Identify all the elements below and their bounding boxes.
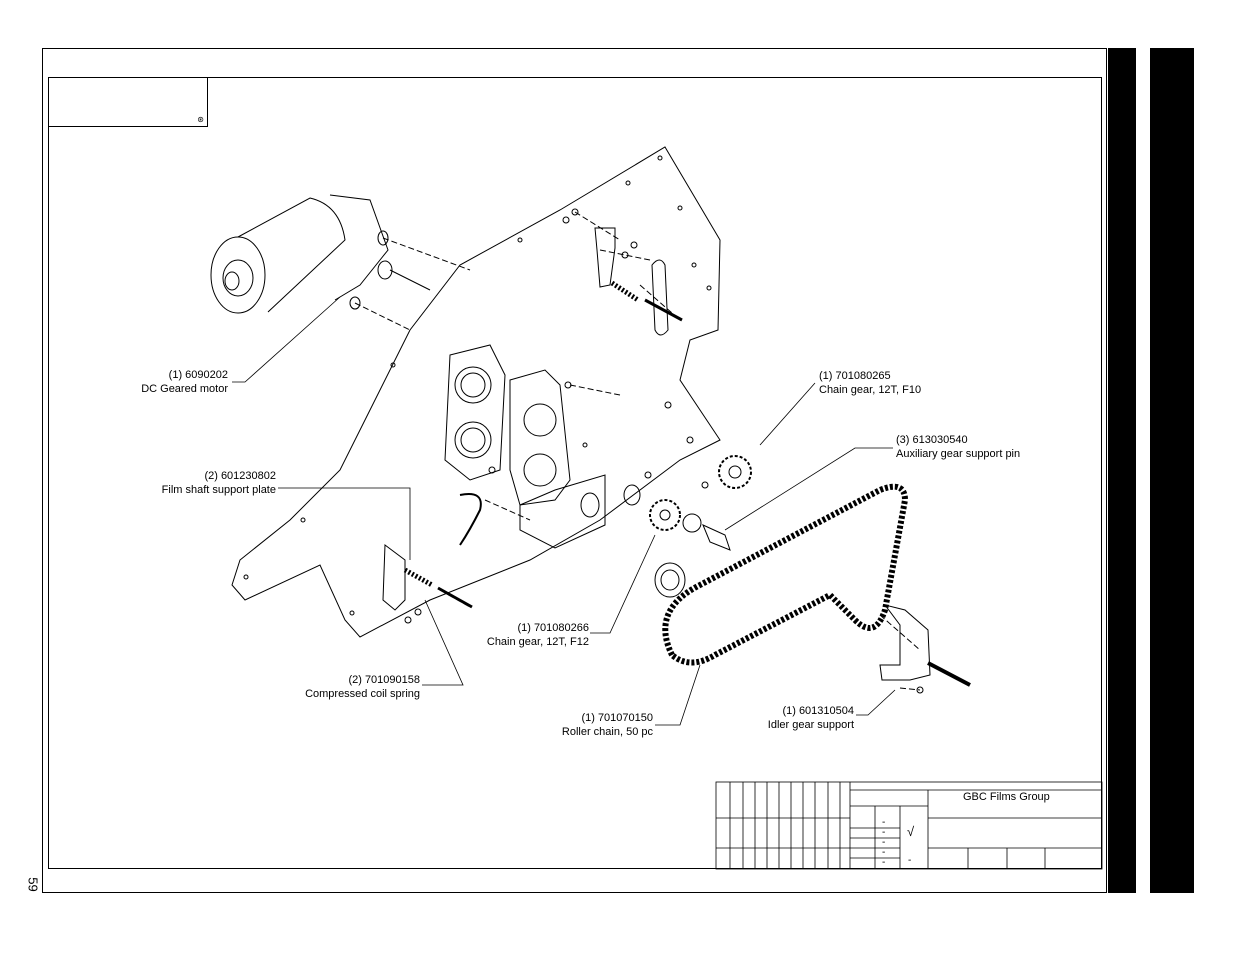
leader-roller-chain — [655, 664, 701, 726]
callout-idler-gear-support: (1) 601310504 Idler gear support — [768, 704, 854, 732]
title-block-dash-2: - — [882, 827, 886, 838]
callout-qty: (1) 6090202 — [168, 369, 228, 381]
title-block-dash-1: - — [882, 817, 886, 828]
callout-qty: (2) 601230802 — [204, 470, 276, 482]
callout-desc: Compressed coil spring — [305, 688, 420, 700]
film-shaft-support-plate — [509, 369, 571, 506]
callout-desc: Chain gear, 12T, F12 — [486, 636, 589, 648]
idler-gear-support — [879, 604, 931, 681]
callout-desc: Auxiliary gear support pin — [896, 448, 1021, 460]
callout-desc: Roller chain, 50 pc — [561, 726, 653, 738]
title-block-grid — [715, 781, 1103, 870]
title-box: ⊛ — [48, 77, 208, 127]
title-block-company: GBC Films Group — [963, 791, 1050, 803]
callout-qty: (2) 701090158 — [348, 674, 420, 686]
page-frame — [42, 48, 1107, 893]
leader-film-shaft-plate — [278, 487, 411, 560]
leader-coil-spring — [422, 599, 464, 686]
drawing-frame — [48, 77, 1102, 869]
leader-gear-f10 — [759, 382, 816, 446]
title-block-dash-6: - — [908, 855, 912, 866]
bearing-housing — [444, 344, 506, 481]
leader-idler-support — [856, 689, 896, 716]
callout-chain-gear-f10: (1) 701080265 Chain gear, 12T, F10 — [819, 369, 921, 397]
callout-desc: Idler gear support — [767, 719, 854, 731]
side-bar-right — [1150, 48, 1194, 893]
title-box-mark: ⊛ — [197, 115, 204, 124]
callout-film-shaft-support-plate: (2) 601230802 Film shaft support plate — [162, 469, 276, 497]
main-plate — [231, 146, 721, 638]
leader-support-pin — [724, 447, 893, 531]
chain-gear-f10 — [718, 455, 752, 489]
dc-geared-motor — [210, 194, 431, 314]
callout-compressed-coil-spring: (2) 701090158 Compressed coil spring — [305, 673, 420, 701]
lower-left-bracket — [382, 544, 406, 611]
callout-chain-gear-f12: (1) 701080266 Chain gear, 12T, F12 — [487, 621, 589, 649]
leader-gear-f12 — [590, 534, 656, 634]
callout-roller-chain: (1) 701070150 Roller chain, 50 pc — [562, 711, 653, 739]
title-block-dash-4: - — [882, 847, 886, 858]
leader-dc-motor — [232, 296, 341, 383]
surface-finish-symbol: √ — [907, 824, 915, 839]
title-block-dash-5: - — [882, 857, 886, 868]
roller-chain — [662, 483, 909, 666]
callout-desc: Film shaft support plate — [161, 484, 276, 496]
auxiliary-gear-support-pin — [702, 524, 731, 551]
callout-auxiliary-gear-support-pin: (3) 613030540 Auxiliary gear support pin — [896, 433, 1020, 461]
callout-qty: (1) 701080265 — [819, 370, 891, 382]
callout-qty: (3) 613030540 — [896, 434, 968, 446]
callout-qty: (1) 701070150 — [581, 712, 653, 724]
callout-qty: (1) 601310504 — [782, 705, 854, 717]
upper-bracket — [594, 227, 616, 288]
side-bar-left — [1108, 48, 1136, 893]
callout-qty: (1) 701080266 — [517, 622, 589, 634]
callout-desc: Chain gear, 12T, F10 — [819, 384, 922, 396]
callout-desc: DC Geared motor — [141, 383, 228, 395]
chain-gear-f12 — [649, 499, 681, 531]
callout-dc-geared-motor: (1) 6090202 DC Geared motor — [141, 368, 228, 396]
title-block-dash-3: - — [882, 837, 886, 848]
